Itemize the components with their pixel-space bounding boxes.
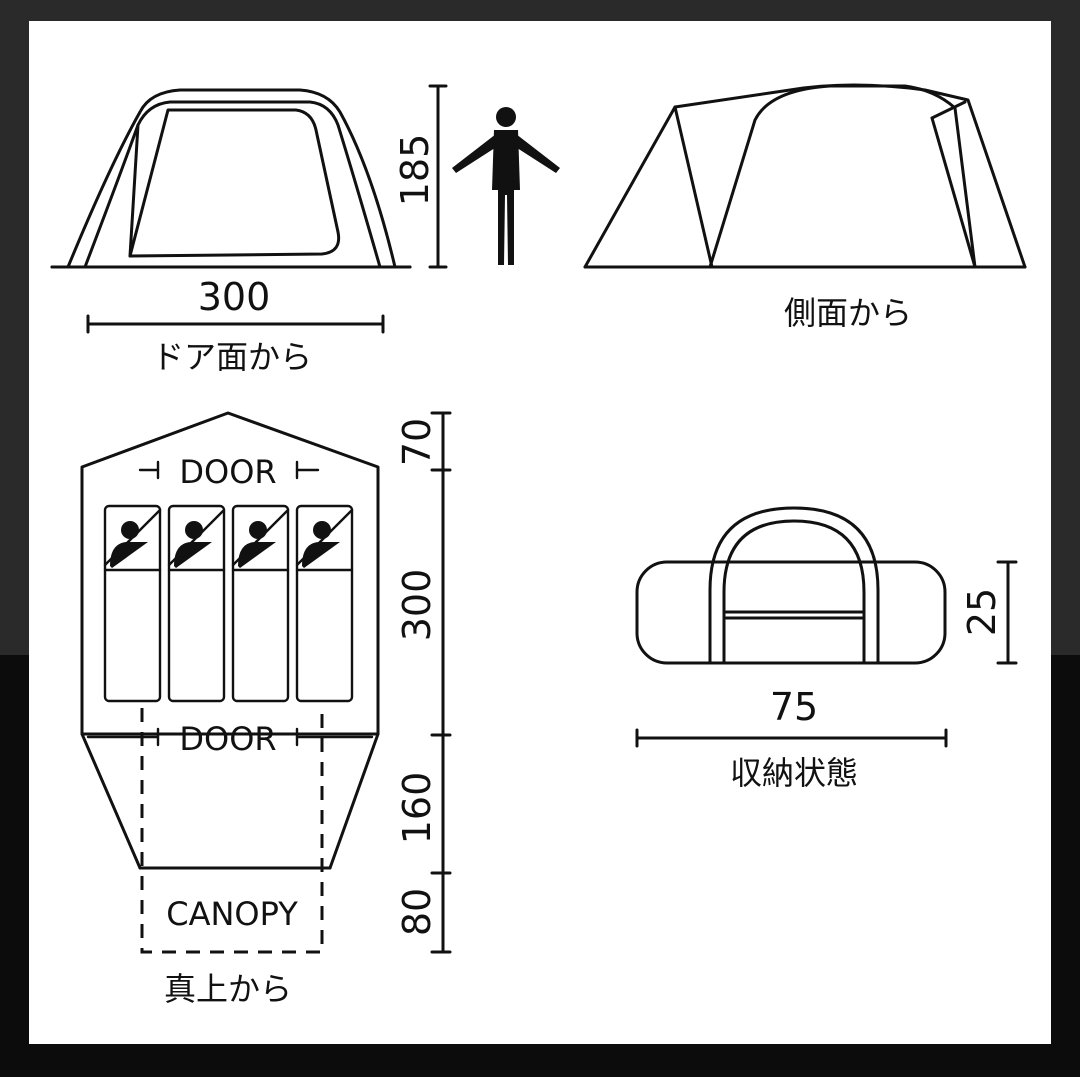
- door-mid-label: DOOR: [179, 720, 276, 758]
- side-view-caption: 側面から: [784, 294, 912, 332]
- front-view-outline: [50, 88, 412, 269]
- sleeper-4: [295, 504, 354, 703]
- side-view-rear-seam: [930, 100, 967, 120]
- front-width-label: 300: [198, 275, 271, 319]
- dim-front-label: 70: [395, 418, 439, 466]
- stored-bag-handle-inner: [722, 519, 866, 665]
- canopy-dashed-outline: [140, 708, 324, 954]
- stored-view-caption: 収納状態: [730, 754, 858, 792]
- front-door-panel: [128, 108, 341, 258]
- sleeper-icon: [238, 521, 276, 568]
- sleeper-icon: [110, 521, 148, 568]
- door-top-label: DOOR: [179, 453, 276, 491]
- stored-bag-body: [635, 560, 947, 665]
- top-view-length-dimension: 70 300 160 80: [395, 411, 452, 954]
- front-height-label: 185: [393, 134, 437, 207]
- front-door-edge: [128, 123, 140, 258]
- front-view-caption: ドア面から: [152, 338, 312, 376]
- stored-bag-view: 25 75 収納状態: [635, 506, 1018, 792]
- top-view-outline: [80, 411, 380, 870]
- front-view-inner-frame: [83, 100, 382, 269]
- sleeper-2: [167, 504, 226, 703]
- side-view-outline: [583, 83, 1027, 269]
- top-view-caption: 真上から: [164, 970, 292, 1008]
- dim-inner-label: 300: [395, 569, 439, 642]
- stored-bag-handle-outer: [708, 506, 880, 665]
- sleeper-1: [103, 504, 162, 703]
- front-width-dimension: 300 ドア面から: [86, 275, 385, 376]
- sleeper-icon: [302, 521, 340, 568]
- sleeper-3: [231, 504, 290, 703]
- side-view-dome: [708, 84, 977, 269]
- stored-width-label: 75: [770, 685, 818, 729]
- dim-canopy-label: 160: [395, 772, 439, 845]
- person-silhouette-icon: [452, 107, 560, 265]
- side-view: 側面から: [583, 83, 1027, 332]
- front-view: [50, 88, 412, 269]
- side-view-vestibule-edge: [673, 105, 714, 269]
- front-height-dimension: 185: [393, 84, 448, 269]
- side-view-rear-panel: [930, 116, 977, 269]
- canopy-label: CANOPY: [166, 895, 298, 933]
- dim-tail-label: 80: [395, 888, 439, 936]
- sleeper-icon: [174, 521, 212, 568]
- stored-height-label: 25: [960, 588, 1004, 636]
- top-view: DOOR: [80, 411, 380, 1008]
